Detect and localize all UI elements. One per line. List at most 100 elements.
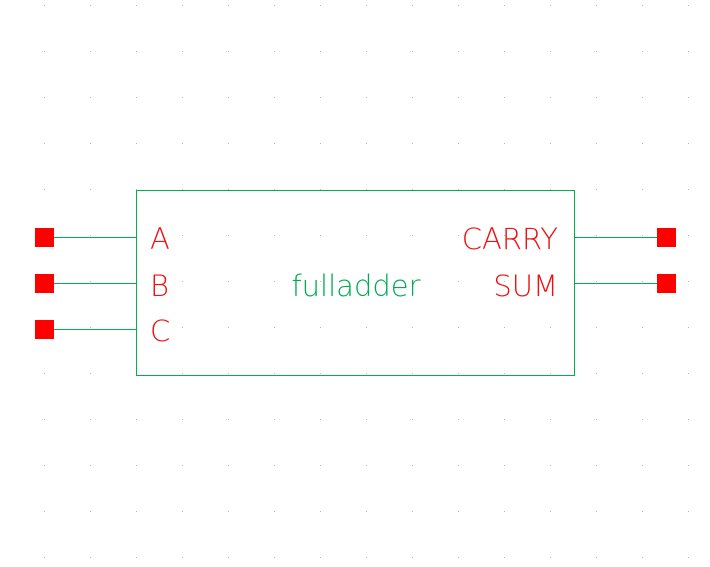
grid-dot xyxy=(228,419,229,420)
grid-dot xyxy=(366,557,367,558)
grid-dot xyxy=(182,5,183,6)
pin-square-a[interactable] xyxy=(35,228,54,247)
grid-dot xyxy=(90,189,91,190)
grid-dot xyxy=(274,5,275,6)
grid-dot xyxy=(688,511,689,512)
grid-dot xyxy=(688,557,689,558)
pin-square-b[interactable] xyxy=(35,274,54,293)
grid-dot xyxy=(182,557,183,558)
grid-dot xyxy=(44,465,45,466)
grid-dot xyxy=(458,281,459,282)
grid-dot xyxy=(550,235,551,236)
grid-dot xyxy=(274,511,275,512)
grid-dot xyxy=(458,373,459,374)
grid-dot xyxy=(458,419,459,420)
grid-dot xyxy=(136,143,137,144)
grid-dot xyxy=(274,281,275,282)
grid-dot xyxy=(44,97,45,98)
grid-dot xyxy=(596,419,597,420)
pin-square-sum[interactable] xyxy=(657,274,676,293)
grid-dot xyxy=(504,419,505,420)
grid-dot xyxy=(228,373,229,374)
grid-dot xyxy=(596,373,597,374)
grid-dot xyxy=(504,235,505,236)
grid-dot xyxy=(320,189,321,190)
grid-dot xyxy=(596,5,597,6)
grid-dot xyxy=(504,143,505,144)
grid-dot xyxy=(550,557,551,558)
grid-dot xyxy=(320,327,321,328)
grid-dot xyxy=(44,51,45,52)
grid-dot xyxy=(688,143,689,144)
grid-dot xyxy=(366,419,367,420)
grid-dot xyxy=(90,327,91,328)
grid-dot xyxy=(320,511,321,512)
grid-dot xyxy=(136,5,137,6)
symbol-body[interactable] xyxy=(136,190,575,376)
grid-dot xyxy=(412,51,413,52)
grid-dot xyxy=(320,281,321,282)
grid-dot xyxy=(550,465,551,466)
grid-dot xyxy=(412,465,413,466)
pin-square-carry[interactable] xyxy=(657,228,676,247)
grid-dot xyxy=(274,143,275,144)
grid-dot xyxy=(504,51,505,52)
grid-dot xyxy=(458,143,459,144)
grid-dot xyxy=(642,143,643,144)
grid-dot xyxy=(44,143,45,144)
pin-label-a: A xyxy=(150,222,170,256)
grid-dot xyxy=(320,143,321,144)
grid-dot xyxy=(320,51,321,52)
grid-dot xyxy=(228,327,229,328)
grid-dot xyxy=(90,235,91,236)
grid-dot xyxy=(642,97,643,98)
grid-dot xyxy=(458,235,459,236)
grid-dot xyxy=(182,419,183,420)
grid-dot xyxy=(228,5,229,6)
grid-dot xyxy=(642,511,643,512)
grid-dot xyxy=(90,143,91,144)
grid-dot xyxy=(274,465,275,466)
grid-dot xyxy=(366,327,367,328)
grid-dot xyxy=(688,327,689,328)
grid-dot xyxy=(366,5,367,6)
grid-dot xyxy=(412,143,413,144)
grid-dot xyxy=(182,327,183,328)
grid-dot xyxy=(228,511,229,512)
grid-dot xyxy=(228,281,229,282)
grid-dot xyxy=(504,281,505,282)
pin-label-sum: SUM xyxy=(493,269,558,303)
grid-dot xyxy=(274,235,275,236)
grid-dot xyxy=(274,557,275,558)
grid-dot xyxy=(458,511,459,512)
grid-dot xyxy=(458,189,459,190)
grid-dot xyxy=(182,511,183,512)
grid-dot xyxy=(504,189,505,190)
grid-dot xyxy=(136,419,137,420)
grid-dot xyxy=(596,143,597,144)
grid-dot xyxy=(274,51,275,52)
grid-dot xyxy=(320,5,321,6)
grid-dot xyxy=(504,327,505,328)
grid-dot xyxy=(550,419,551,420)
grid-dot xyxy=(228,189,229,190)
grid-dot xyxy=(366,373,367,374)
grid-dot xyxy=(90,419,91,420)
grid-dot xyxy=(366,465,367,466)
grid-dot xyxy=(550,97,551,98)
grid-dot xyxy=(458,51,459,52)
grid-dot xyxy=(550,189,551,190)
grid-dot xyxy=(366,51,367,52)
grid-dot xyxy=(642,465,643,466)
grid-dot xyxy=(504,373,505,374)
grid-dot xyxy=(550,5,551,6)
grid-dot xyxy=(688,51,689,52)
grid-dot xyxy=(320,557,321,558)
grid-dot xyxy=(596,97,597,98)
grid-dot xyxy=(274,97,275,98)
pin-square-c[interactable] xyxy=(35,320,54,339)
grid-dot xyxy=(688,97,689,98)
grid-dot xyxy=(90,51,91,52)
grid-dot xyxy=(366,189,367,190)
